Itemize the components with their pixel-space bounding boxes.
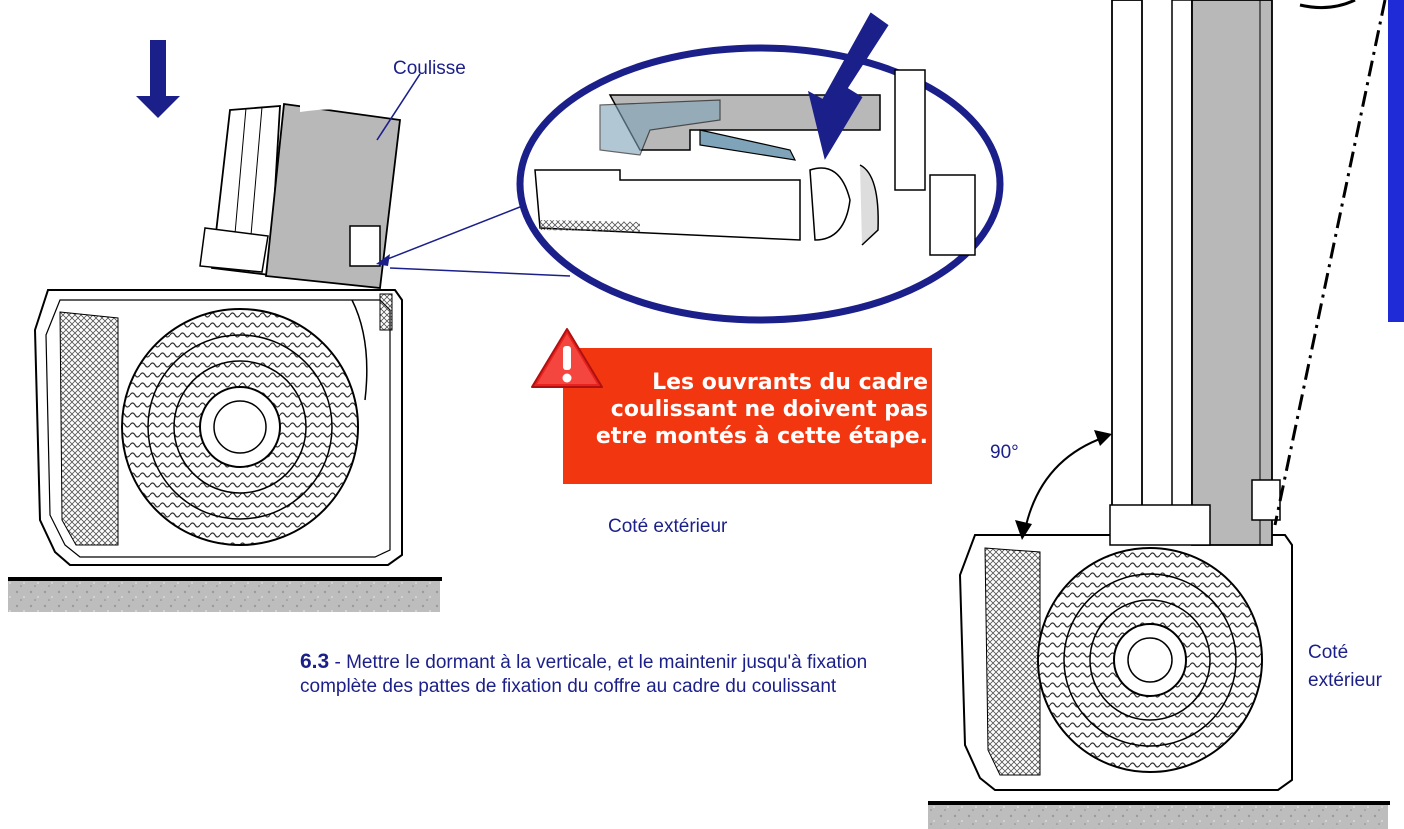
angle-label: 90° [990, 442, 1019, 463]
zoom-detail [516, 44, 1004, 324]
left-slide-frame [199, 100, 401, 289]
step-text: Mettre le dormant à la verticale, et le … [300, 652, 868, 697]
warning-line-2: coulissant ne doivent pas [610, 397, 928, 422]
step-instruction: 6.3 - Mettre le dormant à la verticale, … [300, 650, 910, 699]
warning-triangle-icon [531, 328, 603, 388]
warning-text: Les ouvrants du cadre coulissant ne doiv… [566, 369, 928, 450]
right-slide-frame [1109, 0, 1281, 546]
coulisse-leader-line [376, 73, 421, 141]
right-roller-box [958, 534, 1293, 791]
rotation-dash-line [1273, 0, 1387, 526]
left-ground [8, 577, 442, 612]
warning-box [563, 348, 932, 484]
step-separator: - [329, 652, 347, 673]
warning-line-1: Les ouvrants du cadre [652, 370, 928, 395]
down-arrow-icon [136, 40, 180, 118]
left-roller-box [33, 289, 403, 566]
angle-arrow-icon [1015, 430, 1112, 540]
coulisse-label: Coulisse [393, 58, 466, 79]
cote-exterieur-left-label: Coté extérieur [608, 516, 728, 537]
step-number: 6.3 [300, 650, 330, 673]
diagonal-arrow-icon [807, 12, 889, 160]
right-ground [928, 801, 1390, 829]
warning-line-3: etre montés à cette étape. [595, 424, 928, 449]
cote-exterieur-right-label-1: Coté [1308, 642, 1349, 663]
accent-bar [1388, 0, 1404, 322]
cote-exterieur-right-label-2: extérieur [1308, 670, 1382, 691]
zoom-leader-line [376, 204, 571, 277]
